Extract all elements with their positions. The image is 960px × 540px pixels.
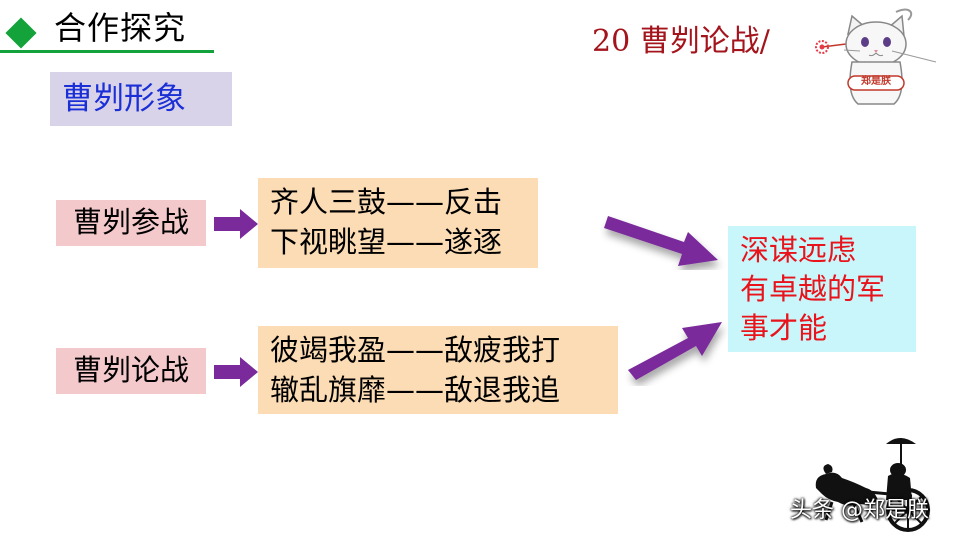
evidence-line: 彼竭我盈——敌疲我打 [270, 330, 618, 370]
conclusion-line: 深谋远虑 [740, 231, 916, 270]
subtitle: 曹刿形象 [62, 79, 186, 119]
evidence-line: 下视眺望——遂逐 [270, 222, 538, 262]
logo-badge-text: 郑是朕 [848, 75, 904, 89]
evidence-line: 齐人三鼓——反击 [270, 182, 538, 222]
arrow-right-icon [214, 354, 260, 390]
lesson-title: 20 曹刿论战/ [592, 22, 770, 62]
section-title: 合作探究 [54, 8, 186, 48]
flower-icon [816, 41, 846, 53]
conclusion-box: 深谋远虑 有卓越的军 事才能 [728, 226, 916, 352]
arrow-down-right-icon [600, 200, 726, 270]
evidence-box-1: 齐人三鼓——反击 下视眺望——遂逐 [258, 178, 538, 268]
conclusion-line: 有卓越的军 [740, 270, 916, 309]
watermark: 头条 @郑是朕 [790, 497, 929, 525]
label-join-battle: 曹刿参战 [56, 200, 206, 246]
evidence-box-2: 彼竭我盈——敌疲我打 辙乱旗靡——敌退我追 [258, 326, 618, 414]
arrow-up-right-icon [622, 316, 728, 386]
label-discuss-battle: 曹刿论战 [56, 348, 206, 394]
green-diamond-icon [5, 17, 36, 48]
conclusion-line: 事才能 [740, 309, 916, 348]
evidence-line: 辙乱旗靡——敌退我追 [270, 370, 618, 410]
title-underline [0, 50, 214, 53]
arrow-right-icon [214, 206, 260, 242]
cat-logo-icon [796, 4, 946, 108]
